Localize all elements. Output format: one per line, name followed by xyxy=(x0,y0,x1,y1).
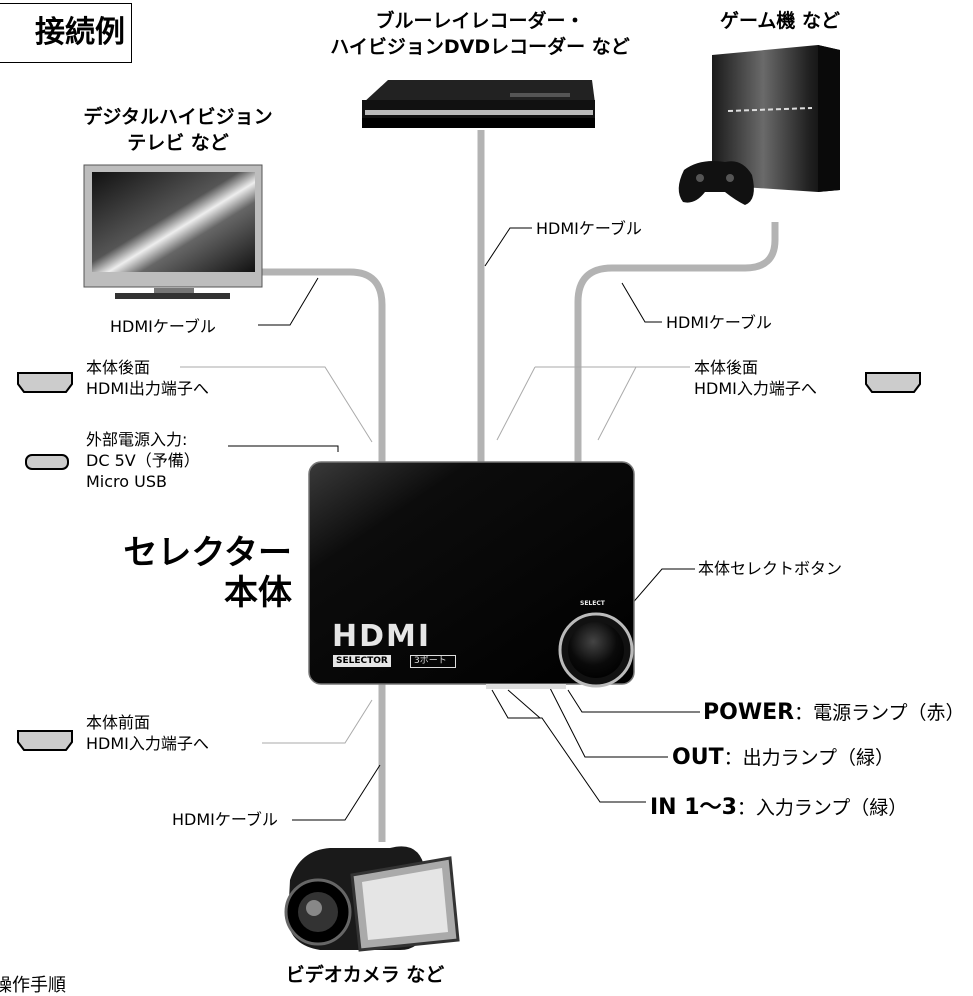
game-console-illustration xyxy=(678,45,840,205)
power-input-line1: 外部電源入力: xyxy=(86,430,188,449)
micro-usb-icon xyxy=(25,454,69,470)
cable-to-game xyxy=(574,222,779,462)
select-button[interactable] xyxy=(560,614,632,686)
hdmi-port-icon-rear-in xyxy=(865,372,921,393)
game-label: ゲーム機 など xyxy=(719,10,841,32)
recorder-label-line2: ハイビジョンDVDレコーダー など xyxy=(330,36,630,58)
tv-illustration xyxy=(83,164,263,299)
selector-body xyxy=(308,461,635,689)
selector-subtitle: SELECTOR xyxy=(333,655,391,667)
front-input-line1: 本体前面 xyxy=(86,713,151,732)
gray-leader-lines xyxy=(180,366,690,744)
power-input-line3: Micro USB xyxy=(86,472,167,491)
tv-label-line1: デジタルハイビジョン xyxy=(83,106,273,128)
lamp-code-out: OUT xyxy=(672,745,724,770)
selector-name-line1: セレクター xyxy=(123,533,292,573)
cable-label-bottom: HDMIケーブル xyxy=(172,810,278,829)
camera-illustration xyxy=(284,846,460,952)
port-icons xyxy=(17,372,921,751)
camera-label: ビデオカメラ など xyxy=(285,964,445,986)
rear-output-line1: 本体後面 xyxy=(86,358,151,377)
lamp-desc-power: ：電源ランプ（赤） xyxy=(794,702,965,724)
lamp-code-power: POWER xyxy=(703,700,795,725)
tv-label-line2: テレビ など xyxy=(127,132,229,154)
lamp-code-in: IN 1〜3 xyxy=(650,795,737,820)
front-input-port-label: 本体前面 HDMI入力端子へ xyxy=(86,712,209,754)
select-button-label: 本体セレクトボタン xyxy=(698,559,843,578)
hdmi-logo: HDMI xyxy=(332,619,432,654)
selector-name-label: セレクター 本体 xyxy=(100,533,292,613)
selector-name-line2: 本体 xyxy=(224,573,292,613)
power-input-line2: DC 5V（予備） xyxy=(86,451,200,470)
recorder-label: ブルーレイレコーダー・ ハイビジョンDVDレコーダー など xyxy=(330,8,630,60)
hdmi-port-icon-rear-out xyxy=(17,372,73,393)
rear-output-line2: HDMI出力端子へ xyxy=(86,379,209,398)
hdmi-cables xyxy=(262,130,779,842)
lamp-desc-out: ：出力ランプ（緑） xyxy=(723,747,895,769)
footer-fragment: 操作手順 xyxy=(0,975,66,996)
lamp-desc-in: ：入力ランプ（緑） xyxy=(736,797,908,819)
front-input-line2: HDMI入力端子へ xyxy=(86,734,209,753)
cable-label-left: HDMIケーブル xyxy=(110,317,216,336)
rear-input-line2: HDMI入力端子へ xyxy=(694,379,817,398)
rear-output-port-label: 本体後面 HDMI出力端子へ xyxy=(86,357,209,399)
port-count-badge: 3ポート xyxy=(410,655,456,668)
page-title: 接続例 xyxy=(0,3,132,63)
cable-label-top: HDMIケーブル xyxy=(536,219,642,238)
tv-label: デジタルハイビジョン テレビ など xyxy=(58,104,298,156)
lamp-label-in: IN 1〜3：入力ランプ（緑） xyxy=(650,789,907,821)
cable-to-tv xyxy=(262,268,386,462)
lamp-label-power: POWER：電源ランプ（赤） xyxy=(703,698,965,725)
rear-input-line1: 本体後面 xyxy=(694,358,759,377)
cable-label-right: HDMIケーブル xyxy=(666,313,772,332)
leader-lines xyxy=(228,227,700,821)
hdmi-port-icon-front-in xyxy=(17,730,73,751)
power-input-label: 外部電源入力: DC 5V（予備） Micro USB xyxy=(86,429,200,492)
rear-input-port-label: 本体後面 HDMI入力端子へ xyxy=(694,357,817,399)
recorder-illustration xyxy=(362,80,595,128)
recorder-label-line1: ブルーレイレコーダー・ xyxy=(375,10,585,32)
lamp-label-out: OUT：出力ランプ（緑） xyxy=(672,743,894,770)
select-print-label: SELECT xyxy=(580,600,605,607)
